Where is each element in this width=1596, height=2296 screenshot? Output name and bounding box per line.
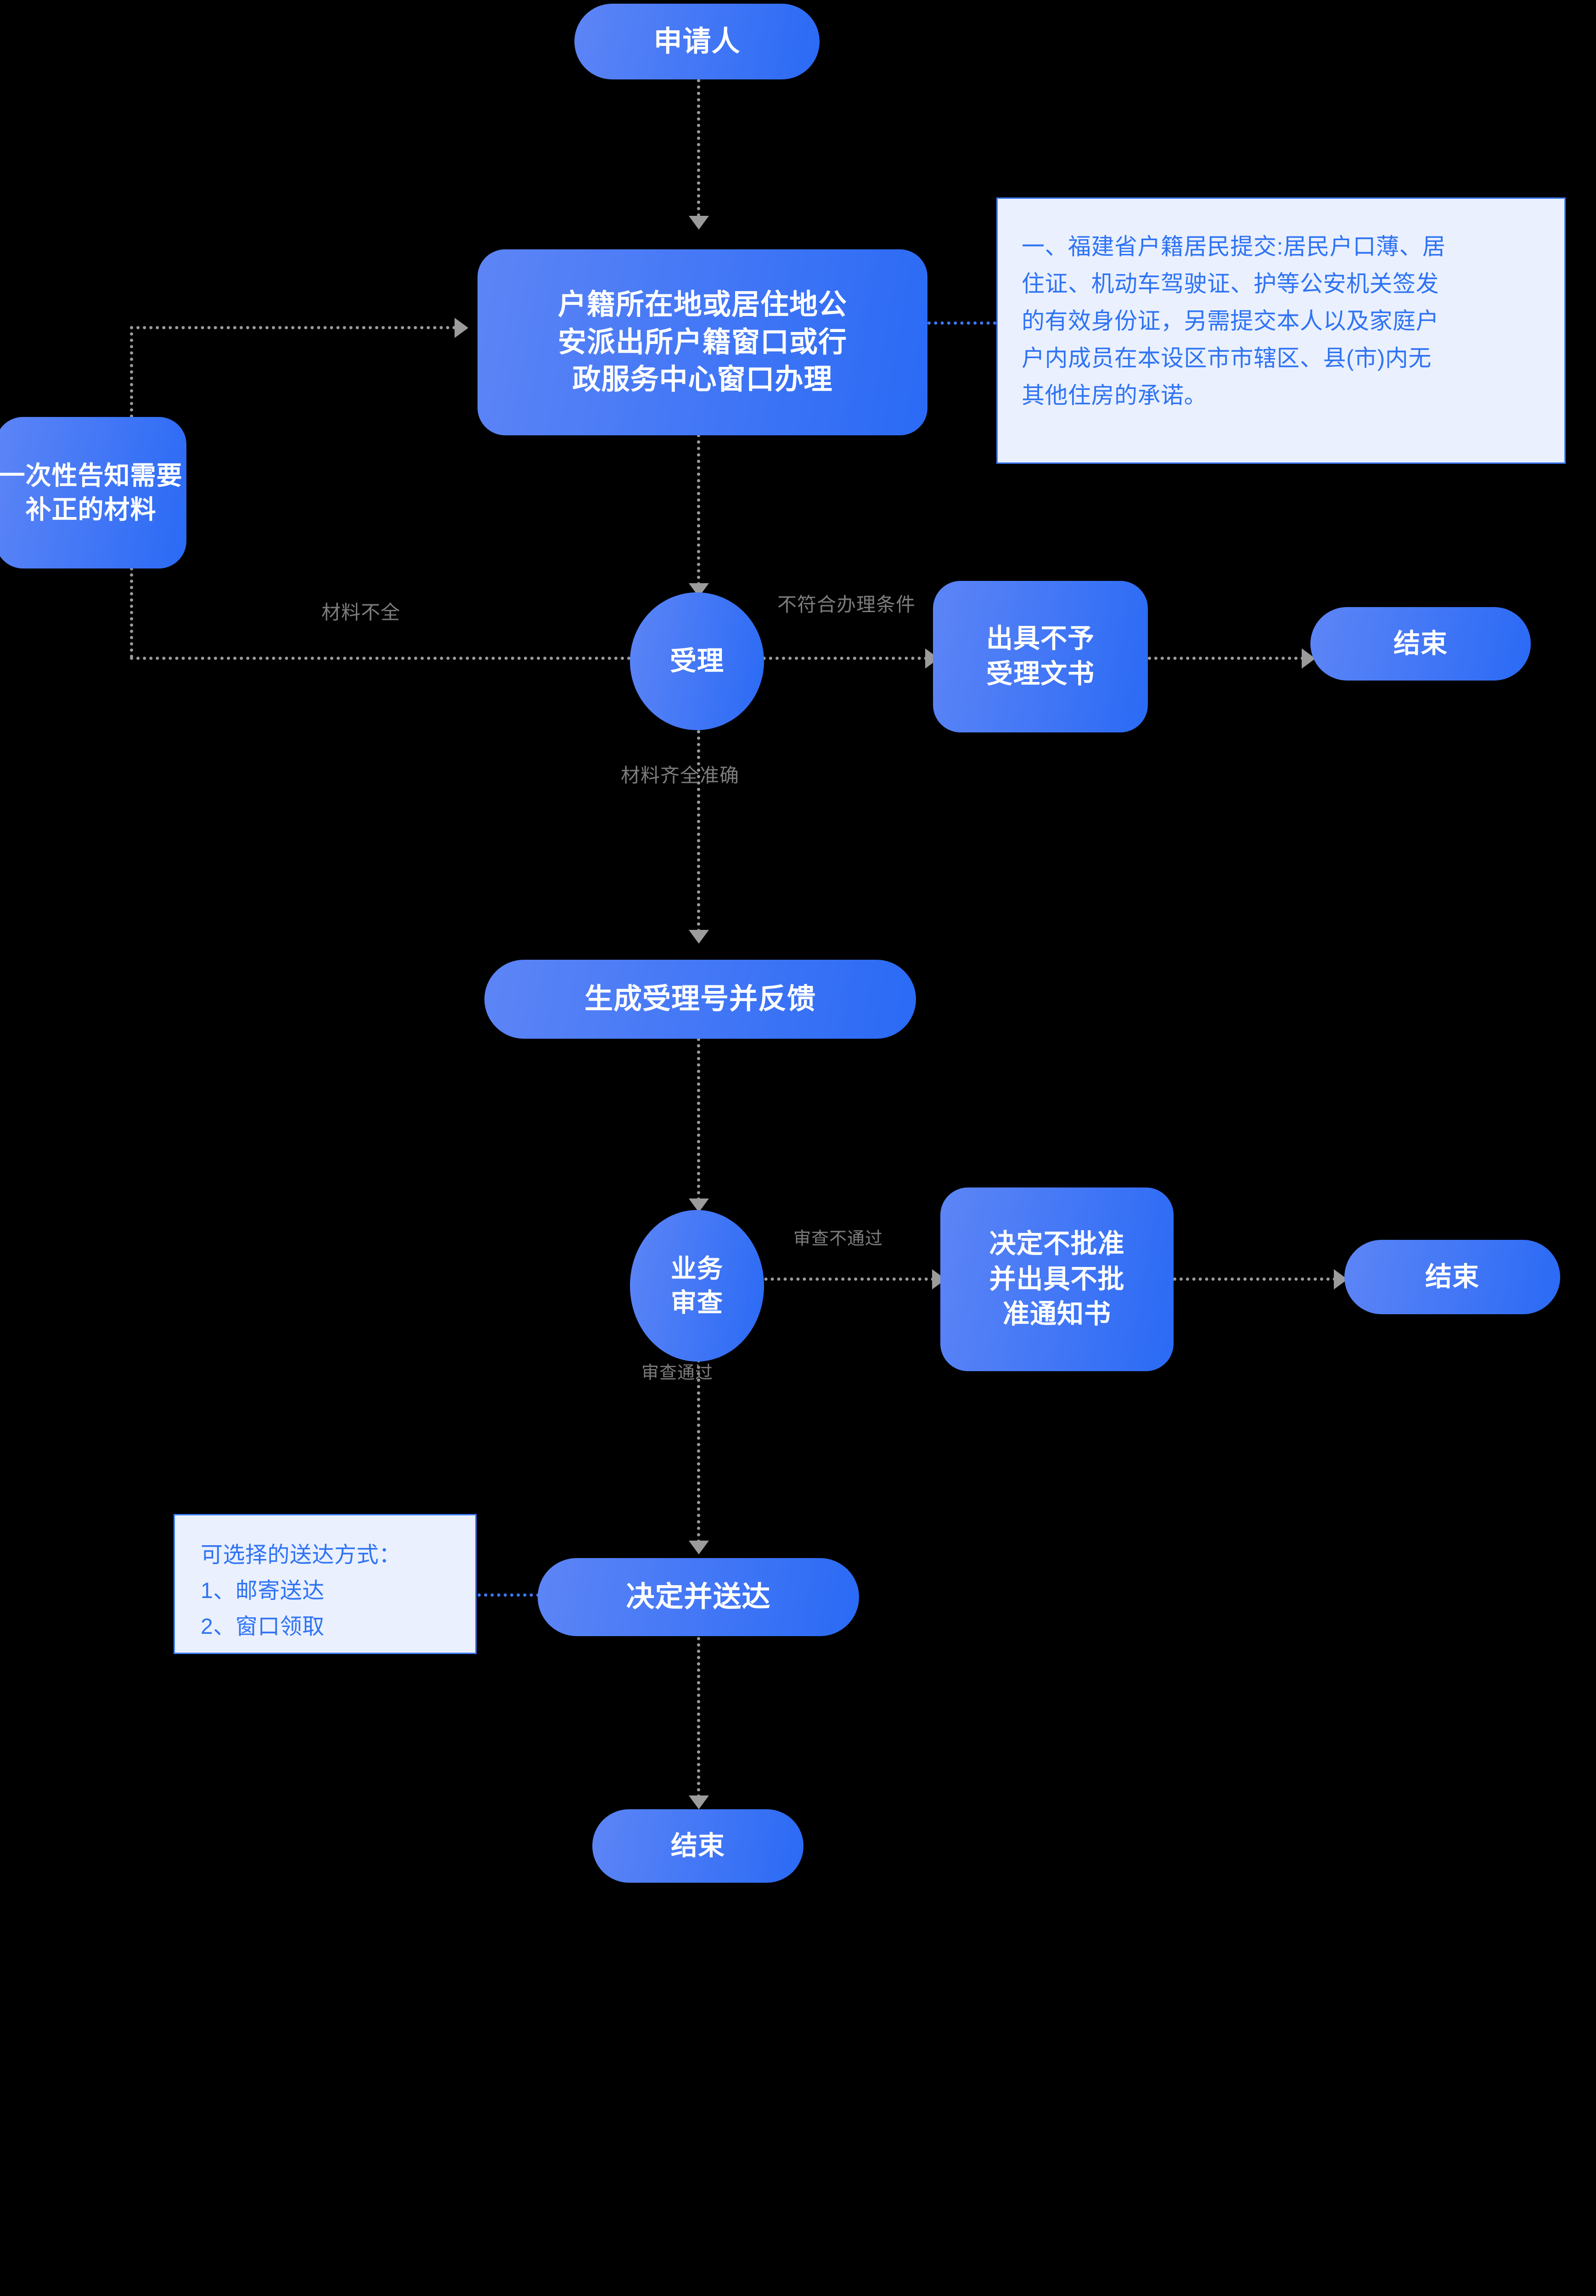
node-reject-line-2: 并出具不批 [989, 1264, 1125, 1294]
node-refuse-document[interactable]: 出具不予 受理文书 [933, 581, 1148, 732]
node-refuse-line-1: 出具不予 [986, 624, 1095, 654]
node-review-line-1: 业务 [671, 1254, 723, 1283]
note-delivery-line-3: 2、窗口领取 [201, 1614, 325, 1639]
note-delivery-methods: 可选择的送达方式： 1、邮寄送达 2、窗口领取 [174, 1514, 477, 1654]
connector-accept-to-gennumber [697, 730, 700, 932]
node-end-1[interactable]: 结束 [1310, 607, 1531, 681]
connector-applicant-to-window [697, 79, 700, 217]
node-window-line-1: 户籍所在地或居住地公 [557, 288, 847, 321]
connector-refuse-to-end1 [1148, 657, 1304, 660]
node-reject-notice[interactable]: 决定不批准 并出具不批 准通知书 [940, 1187, 1174, 1371]
arrowhead-notify-to-window [455, 318, 468, 338]
node-notify-line-1: 一次性告知需要 [0, 461, 183, 490]
node-notify-correction[interactable]: 一次性告知需要 补正的材料 [0, 417, 186, 568]
edge-label-review-failed: 审查不通过 [793, 1229, 883, 1249]
arrowhead-accept-to-gennumber [689, 930, 709, 944]
connector-delivery-note-to-decide [478, 1593, 539, 1597]
edge-label-review-passed: 审查通过 [641, 1363, 714, 1383]
node-window-line-3: 政服务中心窗口办理 [572, 364, 833, 396]
connector-gennumber-to-review [697, 1038, 700, 1201]
node-business-review[interactable]: 业务 审查 [630, 1210, 764, 1362]
connector-notify-to-window-horizontal [130, 326, 456, 329]
note-delivery-line-2: 1、邮寄送达 [201, 1578, 325, 1603]
node-window-handling[interactable]: 户籍所在地或居住地公 安派出所户籍窗口或行 政服务中心窗口办理 [478, 249, 927, 435]
note-materials-line-4: 户内成员在本设区市市辖区、县(市)内无 [1022, 345, 1432, 371]
node-generate-number-label: 生成受理号并反馈 [584, 983, 816, 1015]
arrowhead-applicant-to-window [689, 216, 709, 230]
node-notify-line-2: 补正的材料 [25, 495, 157, 524]
note-materials-line-1: 一、福建省户籍居民提交:居民户口薄、居 [1022, 234, 1446, 259]
node-refuse-line-2: 受理文书 [986, 659, 1095, 689]
connector-accept-to-notify-vertical [130, 567, 133, 658]
node-decide-deliver[interactable]: 决定并送达 [538, 1558, 859, 1636]
node-end-3-label: 结束 [670, 1830, 725, 1861]
node-accept[interactable]: 受理 [630, 592, 764, 730]
arrowhead-decide-to-end3 [689, 1795, 709, 1809]
edge-label-materials-complete: 材料齐全准确 [621, 765, 740, 786]
node-applicant-label: 申请人 [653, 25, 741, 57]
connector-window-to-materials-note [927, 321, 996, 325]
node-accept-label: 受理 [669, 646, 724, 676]
node-review-line-2: 审查 [671, 1288, 723, 1317]
connector-accept-to-refuse [698, 657, 927, 660]
connector-decide-to-end3 [697, 1637, 700, 1798]
node-reject-line-1: 决定不批准 [989, 1229, 1125, 1259]
edge-label-incomplete-materials: 材料不全 [321, 602, 401, 623]
node-end-1-label: 结束 [1393, 628, 1448, 658]
connector-notify-to-window-vertical [130, 326, 133, 418]
note-materials-line-3: 的有效身份证，另需提交本人以及家庭户 [1022, 308, 1439, 334]
connector-reject-to-end2 [1173, 1277, 1336, 1281]
note-required-materials: 一、福建省户籍居民提交:居民户口薄、居 住证、机动车驾驶证、护等公安机关签发 的… [996, 197, 1566, 464]
node-applicant[interactable]: 申请人 [574, 4, 820, 79]
node-end-2[interactable]: 结束 [1344, 1240, 1560, 1314]
connector-accept-to-notify-horizontal [130, 657, 650, 660]
arrowhead-review-to-decide [689, 1541, 709, 1554]
note-delivery-line-1: 可选择的送达方式： [201, 1543, 401, 1567]
connector-window-to-accept [697, 434, 700, 585]
node-end-3[interactable]: 结束 [592, 1809, 804, 1883]
node-end-2-label: 结束 [1425, 1261, 1479, 1292]
note-materials-line-5: 其他住房的承诺。 [1022, 383, 1207, 408]
connector-review-to-reject [700, 1277, 934, 1281]
note-materials-line-2: 住证、机动车驾驶证、护等公安机关签发 [1022, 271, 1439, 297]
node-reject-line-3: 准通知书 [1002, 1299, 1111, 1329]
node-window-line-2: 安派出所户籍窗口或行 [557, 326, 847, 358]
edge-label-not-eligible: 不符合办理条件 [777, 594, 916, 615]
connector-review-to-decide [697, 1359, 700, 1543]
node-decide-deliver-label: 决定并送达 [626, 1581, 771, 1613]
node-generate-number[interactable]: 生成受理号并反馈 [484, 960, 916, 1039]
